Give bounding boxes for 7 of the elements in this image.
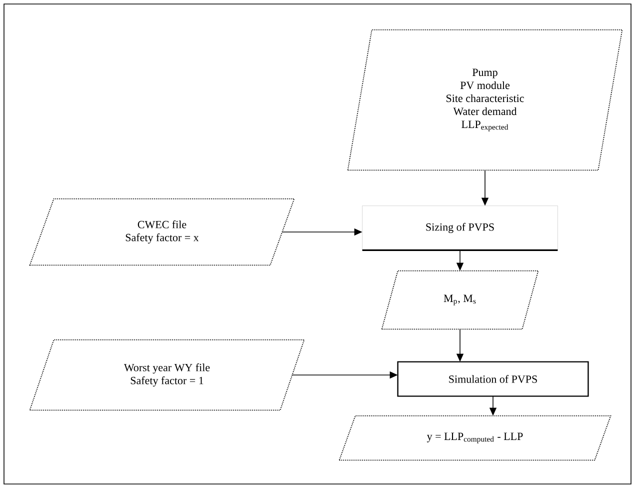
data-parallelogram: CWEC file Safety factor = x bbox=[29, 198, 295, 266]
process-box: Simulation of PVPS bbox=[397, 361, 589, 397]
data-parallelogram: Worst year WY file Safety factor = 1 bbox=[29, 339, 305, 411]
data-parallelogram: y = LLP$_{computed}$ - LLP bbox=[338, 415, 612, 461]
data-parallelogram: Pump PV module Site characteristic Water demand LLP$_{expected}$ bbox=[347, 29, 623, 171]
data-parallelogram: M$_{p}$, M$_{s}$ bbox=[381, 270, 539, 330]
process-box: Sizing of PVPS bbox=[362, 206, 558, 251]
